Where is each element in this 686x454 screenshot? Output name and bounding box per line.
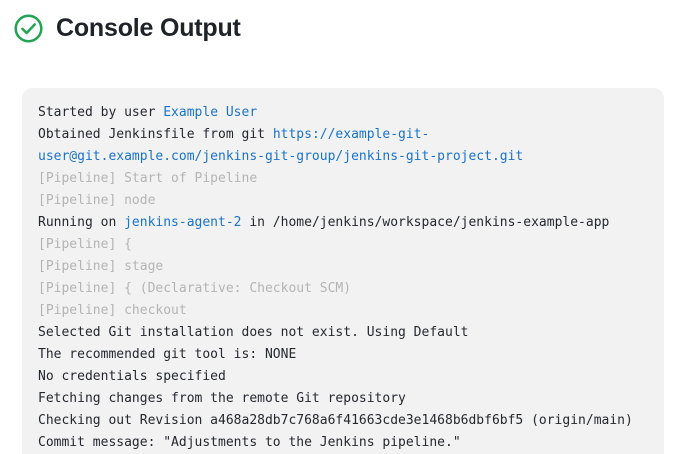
console-log-line: Obtained Jenkinsfile from git https://ex…: [38, 124, 648, 168]
console-log-link[interactable]: https://example-git-user@git.example.com…: [38, 127, 524, 164]
console-log-text: Started by user: [38, 105, 164, 120]
console-log-line: Selected Git installation does not exist…: [38, 322, 648, 344]
console-log-text: Commit message: "Adjustments to the Jenk…: [38, 435, 461, 450]
console-log-text: [Pipeline] stage: [38, 259, 164, 274]
console-log-line: [Pipeline] {: [38, 234, 648, 256]
console-log-line: [Pipeline] node: [38, 190, 648, 212]
console-log-text: Running on: [38, 215, 125, 230]
console-log-line: The recommended git tool is: NONE: [38, 344, 648, 366]
console-log-text: The recommended git tool is: NONE: [38, 347, 297, 362]
console-log-text: [Pipeline] {: [38, 237, 132, 252]
console-log-line: No credentials specified: [38, 366, 648, 388]
console-log-line: Checking out Revision a468a28db7c768a6f4…: [38, 410, 648, 432]
page-header: Console Output: [0, 0, 686, 44]
console-log-text: [Pipeline] checkout: [38, 303, 187, 318]
console-log-link[interactable]: Example User: [163, 105, 258, 120]
console-log-line: Fetching changes from the remote Git rep…: [38, 388, 648, 410]
console-log-text: in /home/jenkins/workspace/jenkins-examp…: [241, 215, 610, 230]
console-log-line: Started by user Example User: [38, 102, 648, 124]
console-log-text: [Pipeline] { (Declarative: Checkout SCM): [38, 281, 352, 296]
console-log-line: Running on jenkins-agent-2 in /home/jenk…: [38, 212, 648, 234]
console-log-text: Obtained Jenkinsfile from git: [38, 127, 273, 142]
console-log-line: Commit message: "Adjustments to the Jenk…: [38, 432, 648, 454]
console-log-text: [Pipeline] Start of Pipeline: [38, 171, 258, 186]
check-circle-icon: [13, 13, 44, 44]
console-log-line: [Pipeline] Start of Pipeline: [38, 168, 648, 190]
console-log-text: Checking out Revision a468a28db7c768a6f4…: [38, 413, 633, 428]
console-log-text: Selected Git installation does not exist…: [38, 325, 469, 340]
console-log-text: [Pipeline] node: [38, 193, 156, 208]
console-log-line: [Pipeline] stage: [38, 256, 648, 278]
console-log-link[interactable]: jenkins-agent-2: [124, 215, 242, 230]
console-log-line: [Pipeline] { (Declarative: Checkout SCM): [38, 278, 648, 300]
console-log-line: [Pipeline] checkout: [38, 300, 648, 322]
console-log-text: No credentials specified: [38, 369, 226, 384]
console-log-text: Fetching changes from the remote Git rep…: [38, 391, 406, 406]
page-title: Console Output: [56, 14, 241, 42]
